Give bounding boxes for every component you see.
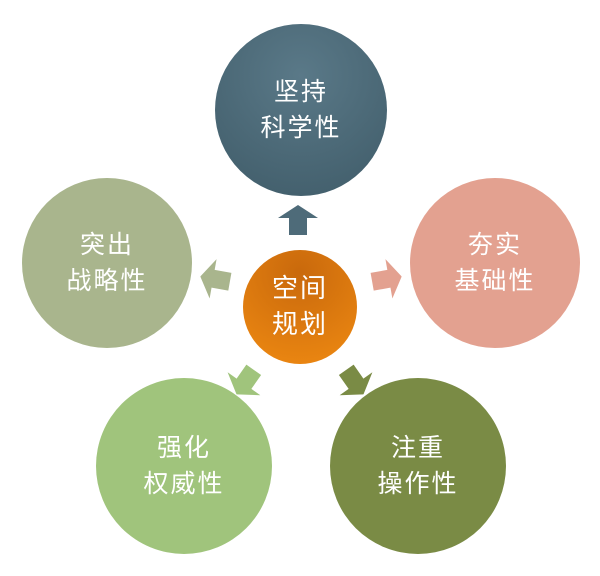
node-right-line1: 夯实 bbox=[467, 230, 522, 259]
node-bottom-right: 注重 操作性 bbox=[330, 378, 506, 554]
node-top: 坚持 科学性 bbox=[215, 24, 387, 196]
arrow-bottom-left-icon bbox=[227, 364, 262, 396]
center-node: 空间 规划 bbox=[243, 250, 357, 364]
node-right-line2: 基础性 bbox=[454, 266, 536, 295]
arrow-bottom-right-icon bbox=[338, 364, 373, 396]
node-top-line2: 科学性 bbox=[260, 113, 342, 142]
node-bottom-left: 强化 权威性 bbox=[96, 378, 272, 554]
arrow-left-icon bbox=[200, 259, 232, 299]
node-bottom-right-line2: 操作性 bbox=[377, 469, 459, 498]
node-left-line1: 突出 bbox=[79, 230, 134, 259]
node-bottom-right-line1: 注重 bbox=[390, 433, 445, 462]
center-line1: 空间 bbox=[271, 274, 328, 304]
arrow-right-icon bbox=[370, 259, 402, 299]
node-right: 夯实 基础性 bbox=[410, 178, 580, 348]
node-top-line1: 坚持 bbox=[273, 77, 328, 106]
node-bottom-left-line2: 权威性 bbox=[143, 469, 225, 498]
node-left-line2: 战略性 bbox=[66, 266, 148, 295]
node-bottom-left-line1: 强化 bbox=[156, 433, 211, 462]
arrow-up-icon bbox=[278, 205, 318, 235]
node-left: 突出 战略性 bbox=[22, 178, 192, 348]
center-line2: 规划 bbox=[271, 310, 328, 340]
